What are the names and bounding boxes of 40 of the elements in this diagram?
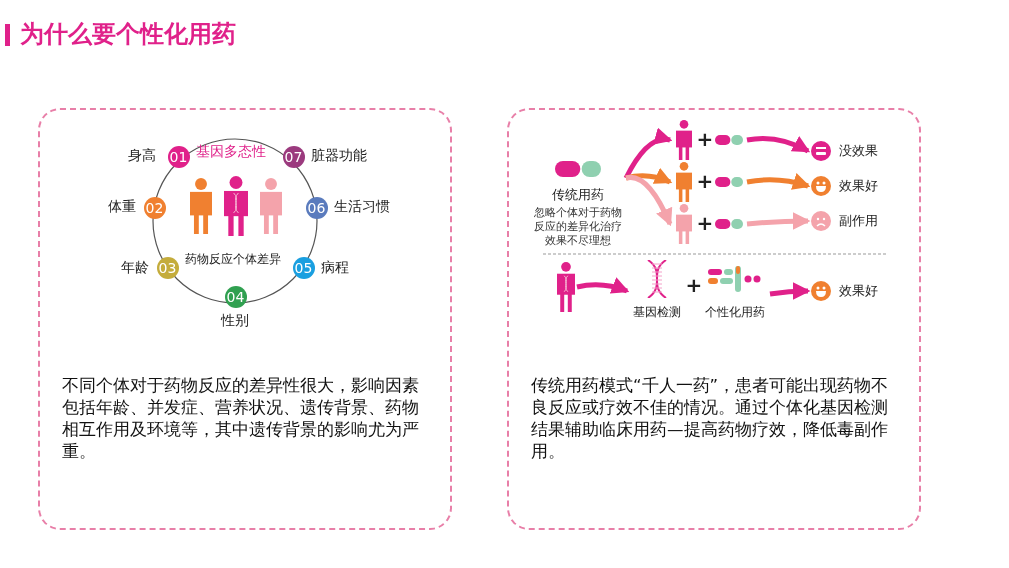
caption-text: 药物反应个体差异 (184, 250, 281, 268)
number-badge: 03 (156, 256, 179, 279)
arrow (625, 175, 673, 227)
caption-text: 传统用药 (550, 185, 605, 204)
number-badge: 06 (305, 196, 328, 219)
factor-label: 性别 (220, 311, 249, 330)
dashed-card (507, 108, 921, 530)
factor-label: 生活习惯 (333, 197, 390, 216)
number-badge: 05 (292, 256, 315, 279)
arrow (769, 282, 811, 300)
description-text: 传统用药模式“千人一药”，患者可能出现药物不良反应或疗效不佳的情况。通过个体化基因检测结果辅助临床用药—提高药物疗效，降低毒副作用。 (531, 375, 890, 463)
arrow (746, 173, 811, 190)
number-badge: 02 (143, 196, 166, 219)
result-text: 效果好 (838, 281, 878, 300)
note-text: 忽略个体对于药物反应的差异化治疗效果不尽理想 (532, 204, 623, 247)
arrow (576, 277, 630, 294)
factor-label: 脏器功能 (310, 146, 367, 165)
plus-sign: + (685, 272, 703, 297)
factor-label: 病程 (320, 258, 349, 277)
plus-sign: + (696, 168, 714, 193)
result-text: 效果好 (838, 176, 878, 195)
page-title: 为什么要个性化用药 (20, 19, 236, 50)
number-badge: 04 (224, 285, 247, 308)
result-text: 没效果 (838, 141, 878, 160)
arrow (623, 128, 673, 180)
number-badge: 01 (167, 145, 190, 168)
factor-label: 年龄 (120, 258, 149, 277)
dashed-card (38, 108, 452, 530)
factor-label: 体重 (107, 197, 136, 216)
factor-label: 身高 (127, 146, 156, 165)
plus-sign: + (696, 210, 714, 235)
caption-text: 基因检测 (631, 303, 682, 321)
plus-sign: + (696, 126, 714, 151)
result-text: 副作用 (838, 211, 878, 230)
description-text: 不同个体对于药物反应的差异性很大，影响因素包括年龄、并发症、营养状况、遗传背景、药物相互作用及环境等，其中遗传背景的影响尤为严重。 (62, 375, 420, 463)
heading-text: 基因多态性 (195, 142, 266, 161)
caption-text: 个性化用药 (703, 303, 766, 321)
arrow (746, 136, 811, 154)
arrow (746, 212, 811, 230)
number-badge: 07 (282, 145, 305, 168)
